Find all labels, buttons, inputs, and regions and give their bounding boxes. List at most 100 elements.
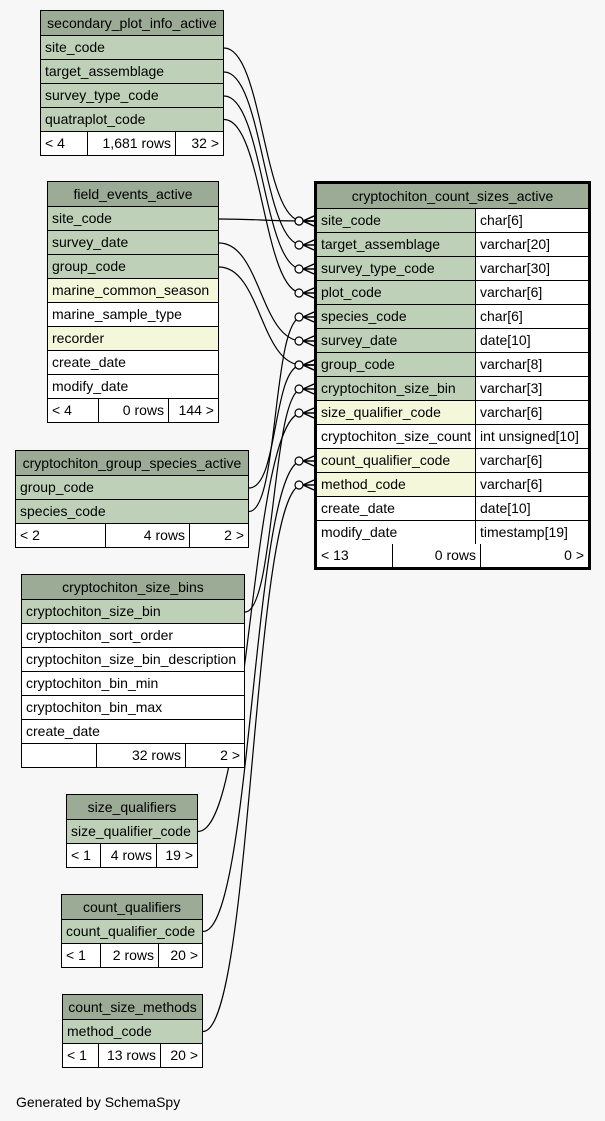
column-row[interactable]: cryptochiton_sort_order [22,624,244,648]
parents-count[interactable]: < 4 [48,399,99,422]
column-name: count_qualifier_code [317,449,476,472]
optional-marker [294,288,304,298]
children-count[interactable]: 32 > [191,135,219,151]
column-type: varchar[6] [480,284,543,300]
column-type: varchar[30] [480,260,551,276]
relationship-edge [223,95,303,270]
column-row[interactable]: cryptochiton_size_bin [22,600,244,624]
column-name: survey_type_code [41,84,223,107]
column-row[interactable]: cryptochiton_bin_max [22,696,244,720]
row-count: 4 rows [101,844,157,867]
column-name: survey_type_code [317,257,476,280]
children-count[interactable]: 2 > [220,747,240,763]
optional-marker [294,336,304,346]
column-row[interactable]: count_qualifier_code [62,920,202,943]
children-count[interactable]: 0 > [564,547,584,563]
column-name: site_code [48,207,218,230]
column-name: modify_date [317,521,476,544]
column-name: recorder [48,327,218,350]
column-row[interactable]: create_date [48,351,218,375]
table-footer: < 13 0 rows 0 > [317,544,588,567]
children-count[interactable]: 144 > [178,402,214,418]
optional-marker [294,456,304,466]
column-row[interactable]: quatraplot_code [41,108,223,131]
column-name: method_code [317,473,476,496]
column-row[interactable]: modify_date [48,375,218,398]
children-count[interactable]: 20 > [170,1047,198,1063]
column-row[interactable]: cryptochiton_size_bin_description [22,648,244,672]
parents-count[interactable]: < 1 [63,1044,99,1067]
column-name: create_date [48,351,218,374]
column-type: varchar[20] [480,236,551,252]
crows-foot-marker [302,383,315,395]
column-row[interactable]: group_code [48,255,218,279]
column-name: quatraplot_code [41,108,223,131]
relationship-edge [223,47,303,222]
table-cryptochiton-count-sizes-active[interactable]: cryptochiton_count_sizes_active site_cod… [314,181,591,570]
column-name: site_code [317,209,476,232]
column-row[interactable]: survey_type_code [41,84,223,108]
parents-count[interactable] [22,744,97,767]
children-count[interactable]: 2 > [224,527,244,543]
column-type: varchar[6] [480,476,543,492]
column-type: timestamp[19] [480,524,568,540]
relationship-edge [223,118,303,294]
relationship-edge [197,412,303,833]
column-type: date[10] [480,332,531,348]
table-title: size_qualifiers [67,795,197,820]
column-row[interactable]: target_assemblage [41,60,223,84]
table-title: field_events_active [48,182,218,207]
parents-count[interactable]: < 13 [317,544,393,567]
column-row[interactable]: cryptochiton_bin_min [22,672,244,696]
column-row[interactable]: marine_sample_type [48,303,218,327]
optional-marker [294,408,304,418]
table-title: count_size_methods [63,995,202,1020]
column-row[interactable]: recorder [48,327,218,351]
column-row[interactable]: site_code [41,36,223,60]
children-count[interactable]: 19 > [165,847,193,863]
column-name: target_assemblage [41,60,223,83]
optional-marker [294,240,304,250]
column-type: char[6] [480,212,523,228]
column-row[interactable]: survey_date [48,231,218,255]
crows-foot-marker [302,359,315,371]
column-row[interactable]: site_code [48,207,218,231]
parents-count[interactable]: < 1 [67,844,101,867]
parents-count[interactable]: < 1 [62,944,101,967]
crows-foot-marker [302,263,315,275]
crows-foot-marker [302,407,315,419]
column-row[interactable]: method_code [63,1020,202,1043]
children-count[interactable]: 20 > [170,947,198,963]
parents-count[interactable]: < 2 [16,524,106,547]
table-title: cryptochiton_count_sizes_active [317,184,588,209]
relationship-edge [248,316,303,513]
column-row[interactable]: create_date [22,720,244,743]
column-row[interactable]: group_code [16,476,248,500]
parents-count[interactable]: < 4 [41,132,88,155]
column-row[interactable]: marine_common_season [48,279,218,303]
column-row[interactable]: size_qualifier_code [67,820,197,843]
column-row[interactable]: species_code [16,500,248,523]
